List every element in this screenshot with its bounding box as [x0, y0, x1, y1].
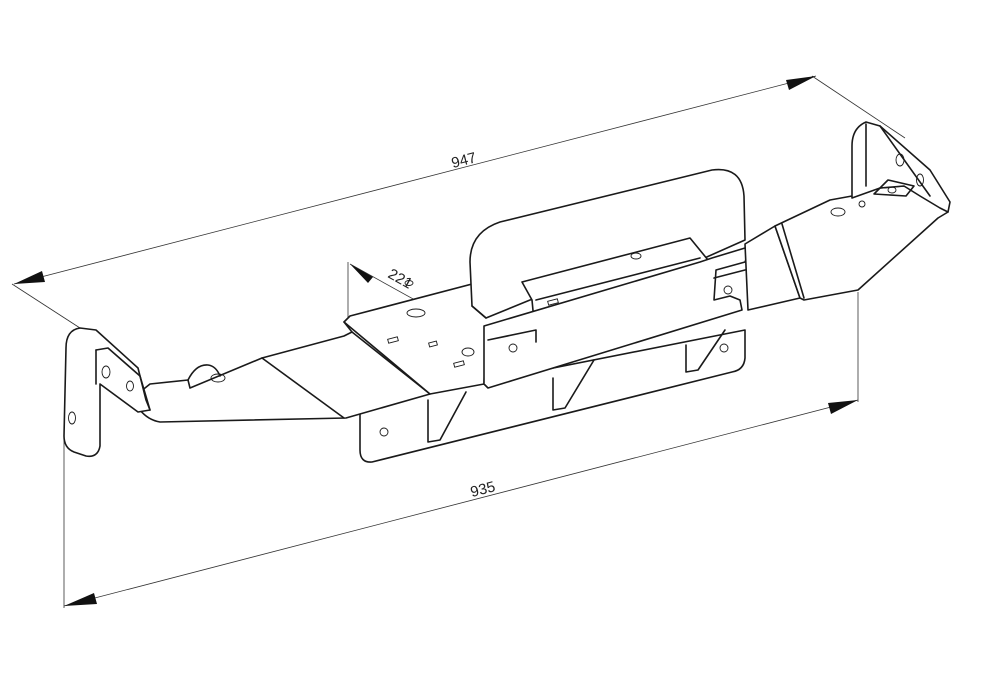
- handle-slot-1: [630, 252, 642, 260]
- front-face-left-notch: [487, 329, 537, 343]
- gusset-left: [427, 391, 467, 443]
- arrowhead-935-left: [64, 593, 97, 606]
- dimension-947: 947: [11, 75, 906, 329]
- gusset-middle: [552, 359, 595, 411]
- handle-square-hole-1: [547, 298, 559, 306]
- handle-loop-base: [471, 305, 487, 319]
- left-wing-bend-line: [261, 357, 345, 419]
- left-ear-hole: [68, 411, 76, 425]
- dimension-935: 935: [63, 292, 859, 608]
- left-ear-slot-bottom: [126, 380, 134, 392]
- dimension-line-947: [13, 75, 817, 285]
- arrowhead-947-left: [14, 271, 45, 284]
- front-face-hole-right: [723, 285, 733, 295]
- handle-cutout-edge: [535, 257, 701, 301]
- left-wing-slot: [210, 373, 226, 383]
- left-ear-fold: [95, 347, 151, 411]
- plate-slot-3: [461, 347, 475, 357]
- dimension-label-947: 947: [450, 149, 478, 172]
- dimension-label-935: 935: [469, 478, 497, 501]
- arrowhead-935-right: [828, 400, 858, 414]
- right-ear-slot-bottom: [916, 173, 924, 187]
- flange-hole-left: [379, 427, 389, 437]
- dimension-label-221: 221: [385, 266, 415, 293]
- left-wing-arm: [139, 331, 431, 423]
- extension-line-947-right: [811, 75, 906, 139]
- arrowhead-947-right: [786, 76, 816, 90]
- front-face-right-edge: [713, 269, 746, 279]
- front-vertical-face: [483, 247, 749, 389]
- right-wing-arm: [774, 185, 949, 301]
- right-wing-bend-line: [781, 223, 805, 299]
- plate-slot-1: [406, 308, 426, 318]
- plate-square-hole-1: [387, 336, 399, 344]
- gusset-right: [685, 329, 726, 373]
- dimension-line-935: [63, 399, 859, 607]
- front-face-hole-left: [508, 343, 518, 353]
- bracket-body: [63, 121, 951, 463]
- plate-front-edge: [343, 321, 353, 333]
- right-wing-slot: [830, 207, 846, 217]
- plate-square-hole-2: [428, 340, 438, 348]
- plate-slot-2: [404, 280, 414, 286]
- right-ear-slot-top: [895, 153, 905, 167]
- arrowhead-221-top: [350, 264, 373, 283]
- right-ear-fold: [879, 125, 931, 197]
- right-ear-tab: [873, 179, 915, 197]
- right-wing-hole: [858, 200, 866, 208]
- plate-square-hole-3: [453, 360, 465, 368]
- left-wing-tab: [187, 364, 221, 381]
- left-mounting-ear: [63, 327, 151, 458]
- left-ear-slot-top: [101, 365, 111, 379]
- right-ear-hole: [887, 186, 897, 194]
- extension-line-947-left: [11, 283, 81, 329]
- flange-hole-right: [719, 343, 729, 353]
